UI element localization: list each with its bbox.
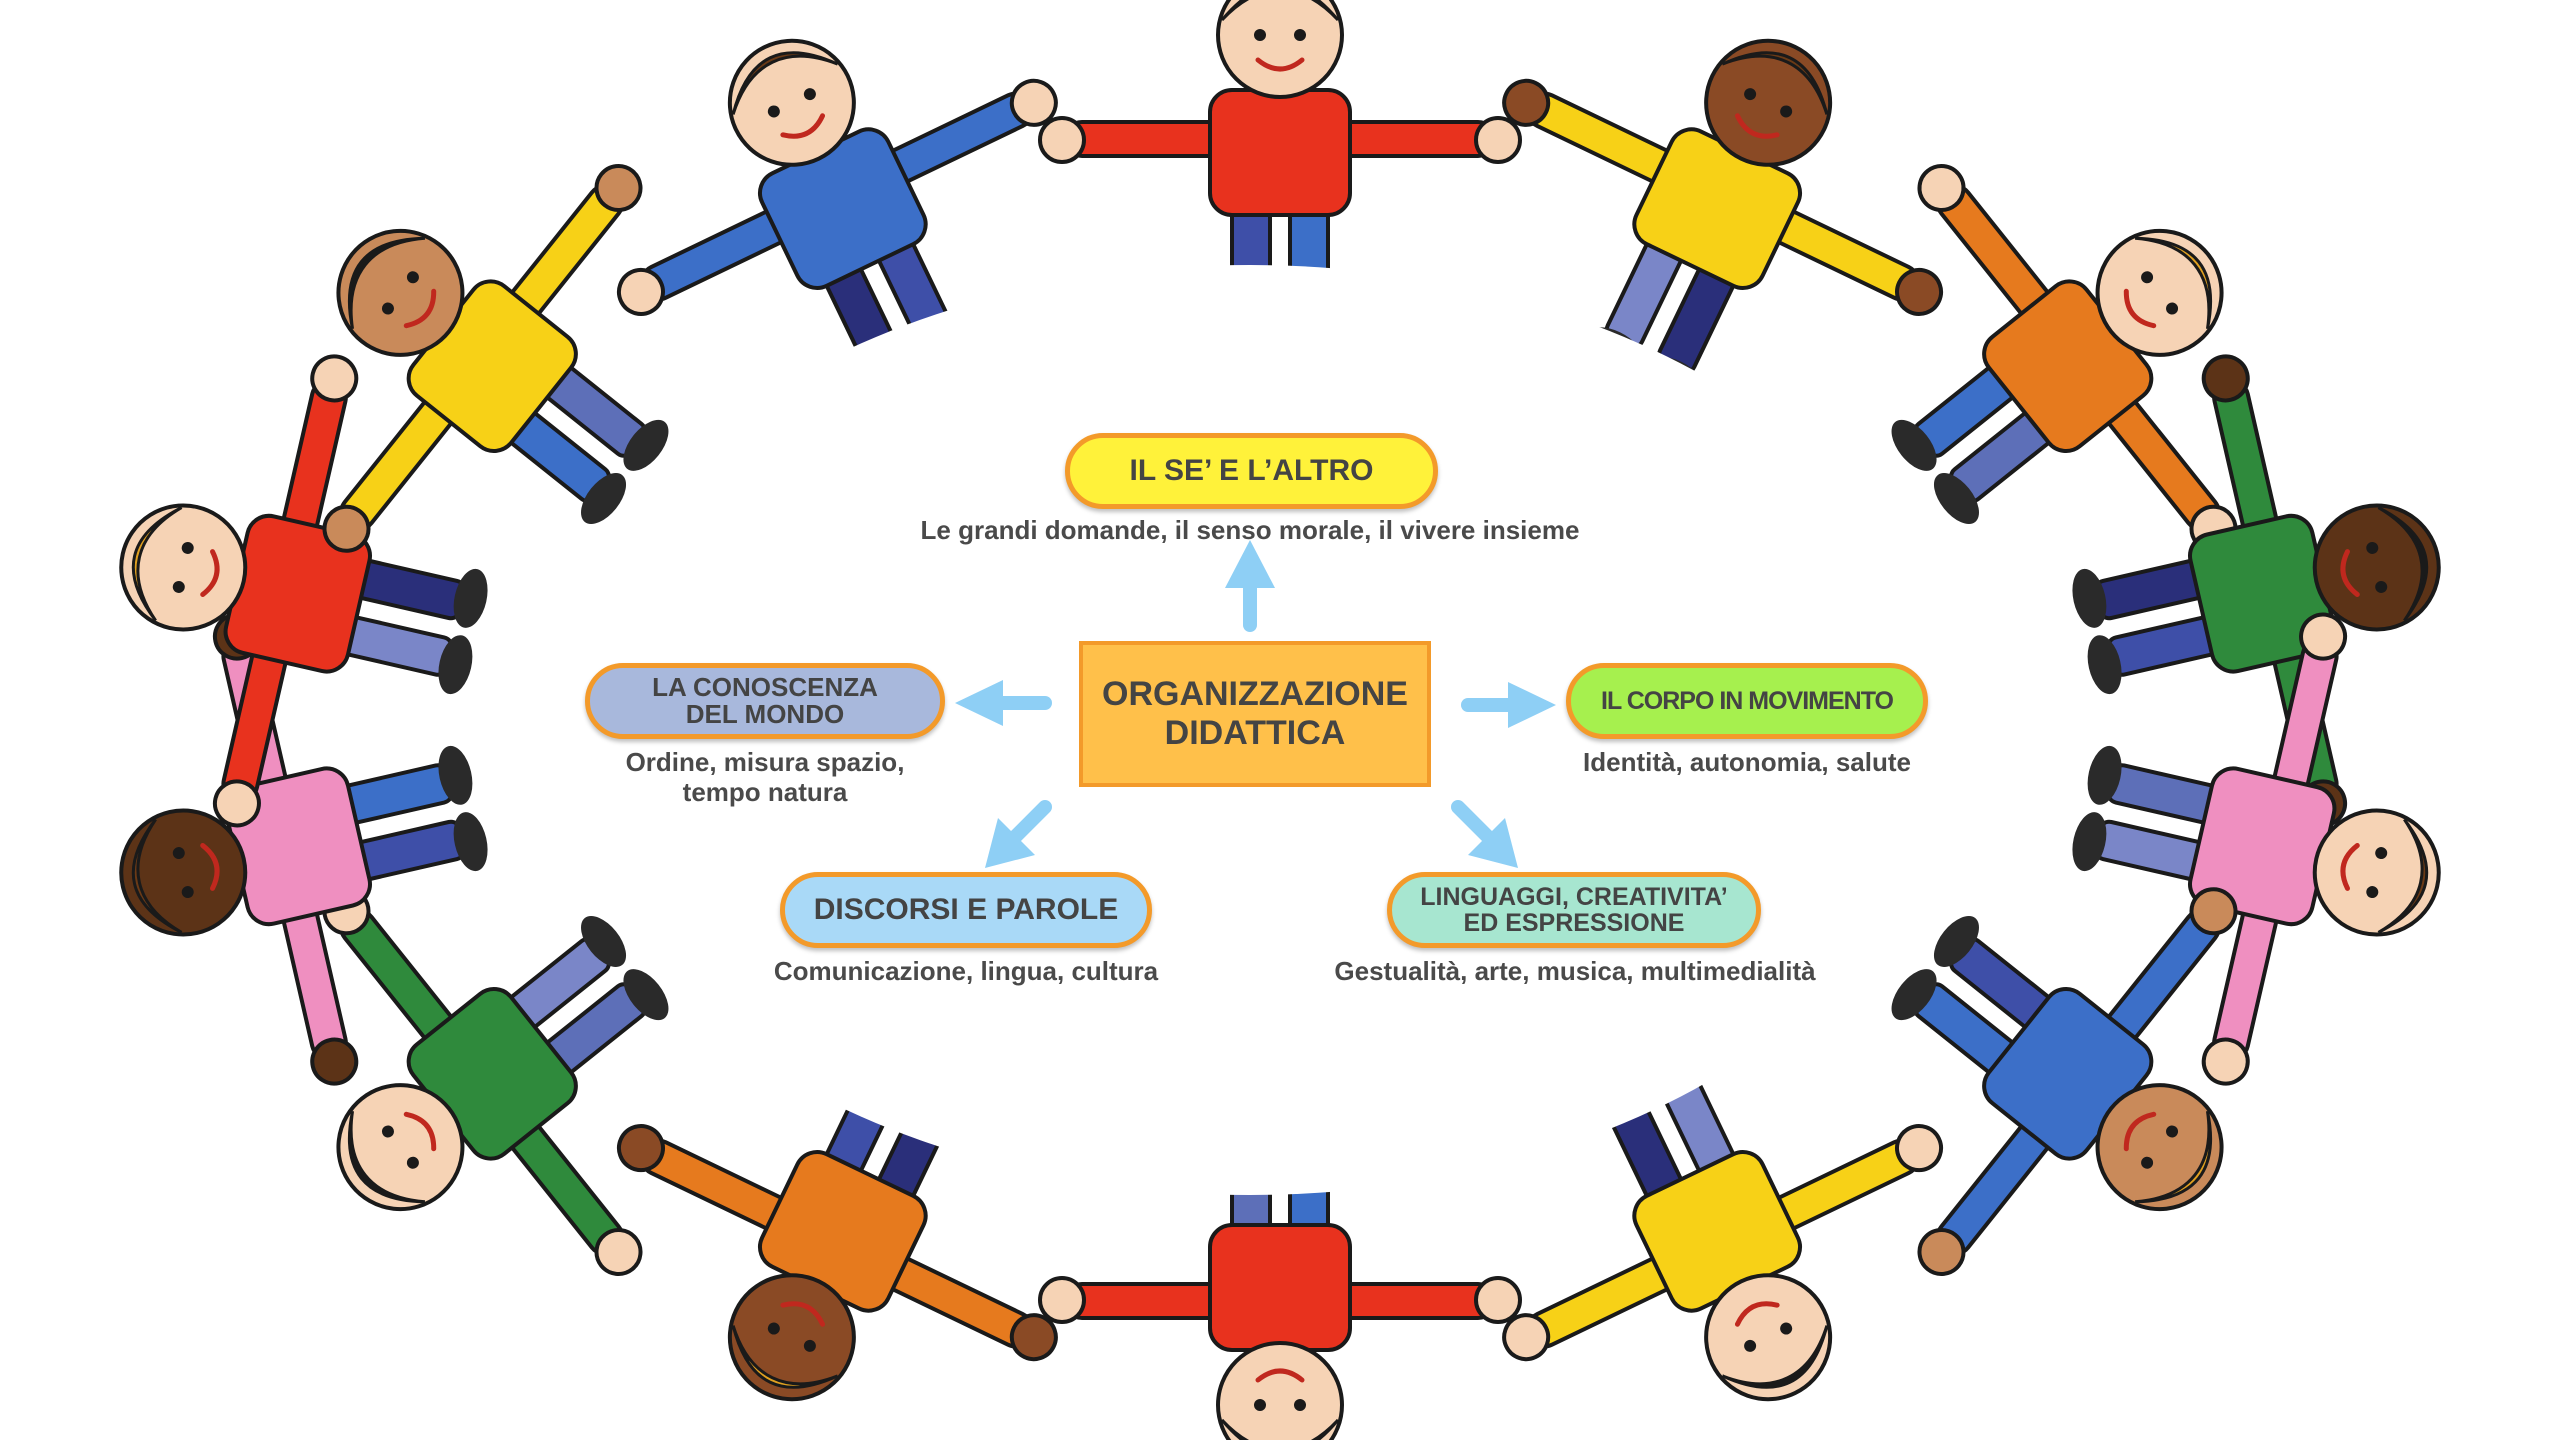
child-figure (1891, 887, 2238, 1276)
child-figure (1038, 1102, 1522, 1440)
field-linguaggi-creativita-espressione: LINGUAGGI, CREATIVITA’ ED ESPRESSIONE (1387, 872, 1761, 948)
arrow-down-right (1451, 800, 1518, 868)
field-conoscenza-title-line1: LA CONOSCENZA (652, 671, 878, 702)
arrows-group (955, 540, 1556, 868)
child-figure (322, 887, 669, 1276)
center-title-line2: DIDATTICA (1164, 714, 1346, 752)
field-linguaggi-title-line1: LINGUAGGI, CREATIVITA’ (1420, 882, 1728, 911)
field-conoscenza-caption-line2: tempo natura (682, 776, 848, 807)
child-figure (1502, 38, 1944, 396)
field-il-se-e-l-altro-title: IL SE’ E L’ALTRO (1129, 454, 1374, 488)
field-discorsi-title: DISCORSI E PAROLE (813, 893, 1119, 927)
center-title-line1: ORGANIZZAZIONE (1102, 674, 1408, 713)
field-linguaggi-caption: Gestualità, arte, musica, multimedialità (1334, 956, 1816, 986)
field-corpo-title: IL CORPO IN MOVIMENTO (1601, 686, 1894, 715)
arrow-down-left (985, 800, 1052, 868)
field-discorsi-caption: Comunicazione, lingua, cultura (773, 956, 1159, 986)
child-figure (2072, 612, 2441, 1086)
arrow-left (955, 680, 1052, 726)
field-discorsi-e-parole: DISCORSI E PAROLE (780, 872, 1152, 948)
field-conoscenza-del-mondo: LA CONOSCENZA DEL MONDO (585, 663, 945, 739)
field-il-se-e-l-altro: IL SE’ E L’ALTRO (1065, 433, 1438, 509)
field-corpo-in-movimento: IL CORPO IN MOVIMENTO (1566, 663, 1928, 739)
field-il-se-e-l-altro-caption: Le grandi domande, il senso morale, il v… (920, 515, 1580, 545)
arrow-up (1225, 540, 1275, 632)
field-conoscenza-caption-line1: Ordine, misura spazio, (625, 747, 905, 777)
center-node: ORGANIZZAZIONE DIDATTICA (1079, 641, 1431, 787)
child-figure (322, 164, 669, 553)
children-ring (119, 0, 2441, 1440)
child-figure (1891, 164, 2238, 553)
child-figure (1502, 1044, 1944, 1402)
field-conoscenza-title-line2: DEL MONDO (685, 699, 845, 729)
field-conoscenza-caption: Ordine, misura spazio, tempo natura (585, 747, 945, 808)
arrow-right (1461, 682, 1556, 728)
child-figure (119, 354, 488, 828)
child-figure (616, 1044, 1058, 1402)
field-corpo-caption: Identità, autonomia, salute (1583, 747, 1911, 777)
child-figure (616, 38, 1058, 396)
field-linguaggi-title-line2: ED ESPRESSIONE (1463, 909, 1685, 937)
